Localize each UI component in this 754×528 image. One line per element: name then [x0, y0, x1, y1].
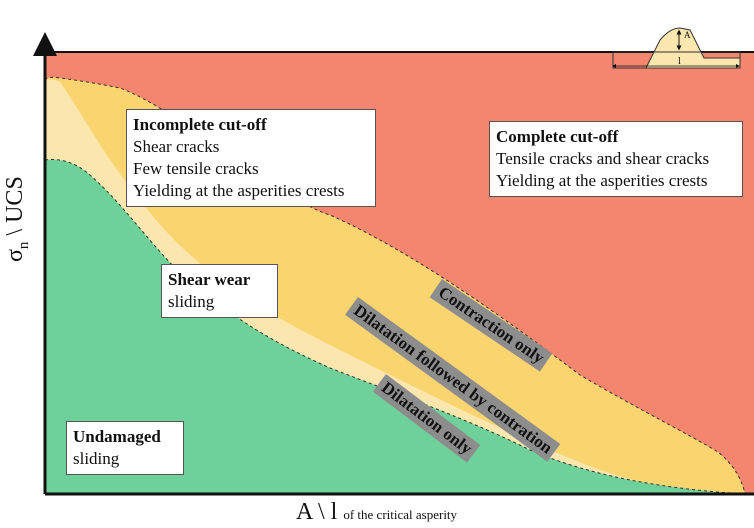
incomplete-cutoff-line: Few tensile cracks: [133, 159, 259, 178]
shear-wear-box: Shear wear sliding: [161, 264, 278, 318]
incomplete-cutoff-line: Shear cracks: [133, 137, 220, 156]
y-axis-label: σn \ UCS: [2, 176, 33, 262]
x-axis-label: A \ l of the critical asperity: [296, 499, 457, 526]
complete-cutoff-box: Complete cut-off Tensile cracks and shea…: [489, 121, 743, 197]
asperity-inset-icon: A l: [612, 27, 741, 69]
incomplete-cutoff-line: Yielding at the asperities crests: [133, 181, 345, 200]
x-axis-label-main: A \ l: [296, 499, 338, 525]
inset-length-label: l: [678, 56, 681, 67]
incomplete-cutoff-title: Incomplete cut-off: [133, 115, 267, 134]
complete-cutoff-line: Tensile cracks and shear cracks: [496, 149, 710, 168]
y-axis-label-rest: \ UCS: [2, 176, 28, 242]
shear-wear-line: sliding: [168, 292, 215, 311]
shear-wear-title: Shear wear: [168, 270, 251, 289]
incomplete-cutoff-box: Incomplete cut-off Shear cracks Few tens…: [126, 109, 376, 207]
complete-cutoff-line: Yielding at the asperities crests: [496, 171, 708, 190]
undamaged-region: [44, 159, 746, 495]
undamaged-box: Undamaged sliding: [66, 421, 184, 475]
y-axis-label-symbol: σ: [2, 249, 28, 262]
x-axis-label-suffix: of the critical asperity: [343, 507, 458, 522]
undamaged-title: Undamaged: [73, 427, 161, 446]
undamaged-line: sliding: [73, 449, 120, 468]
inset-height-label: A: [684, 30, 691, 40]
y-axis-label-sub: n: [15, 241, 32, 250]
complete-cutoff-title: Complete cut-off: [496, 127, 619, 146]
